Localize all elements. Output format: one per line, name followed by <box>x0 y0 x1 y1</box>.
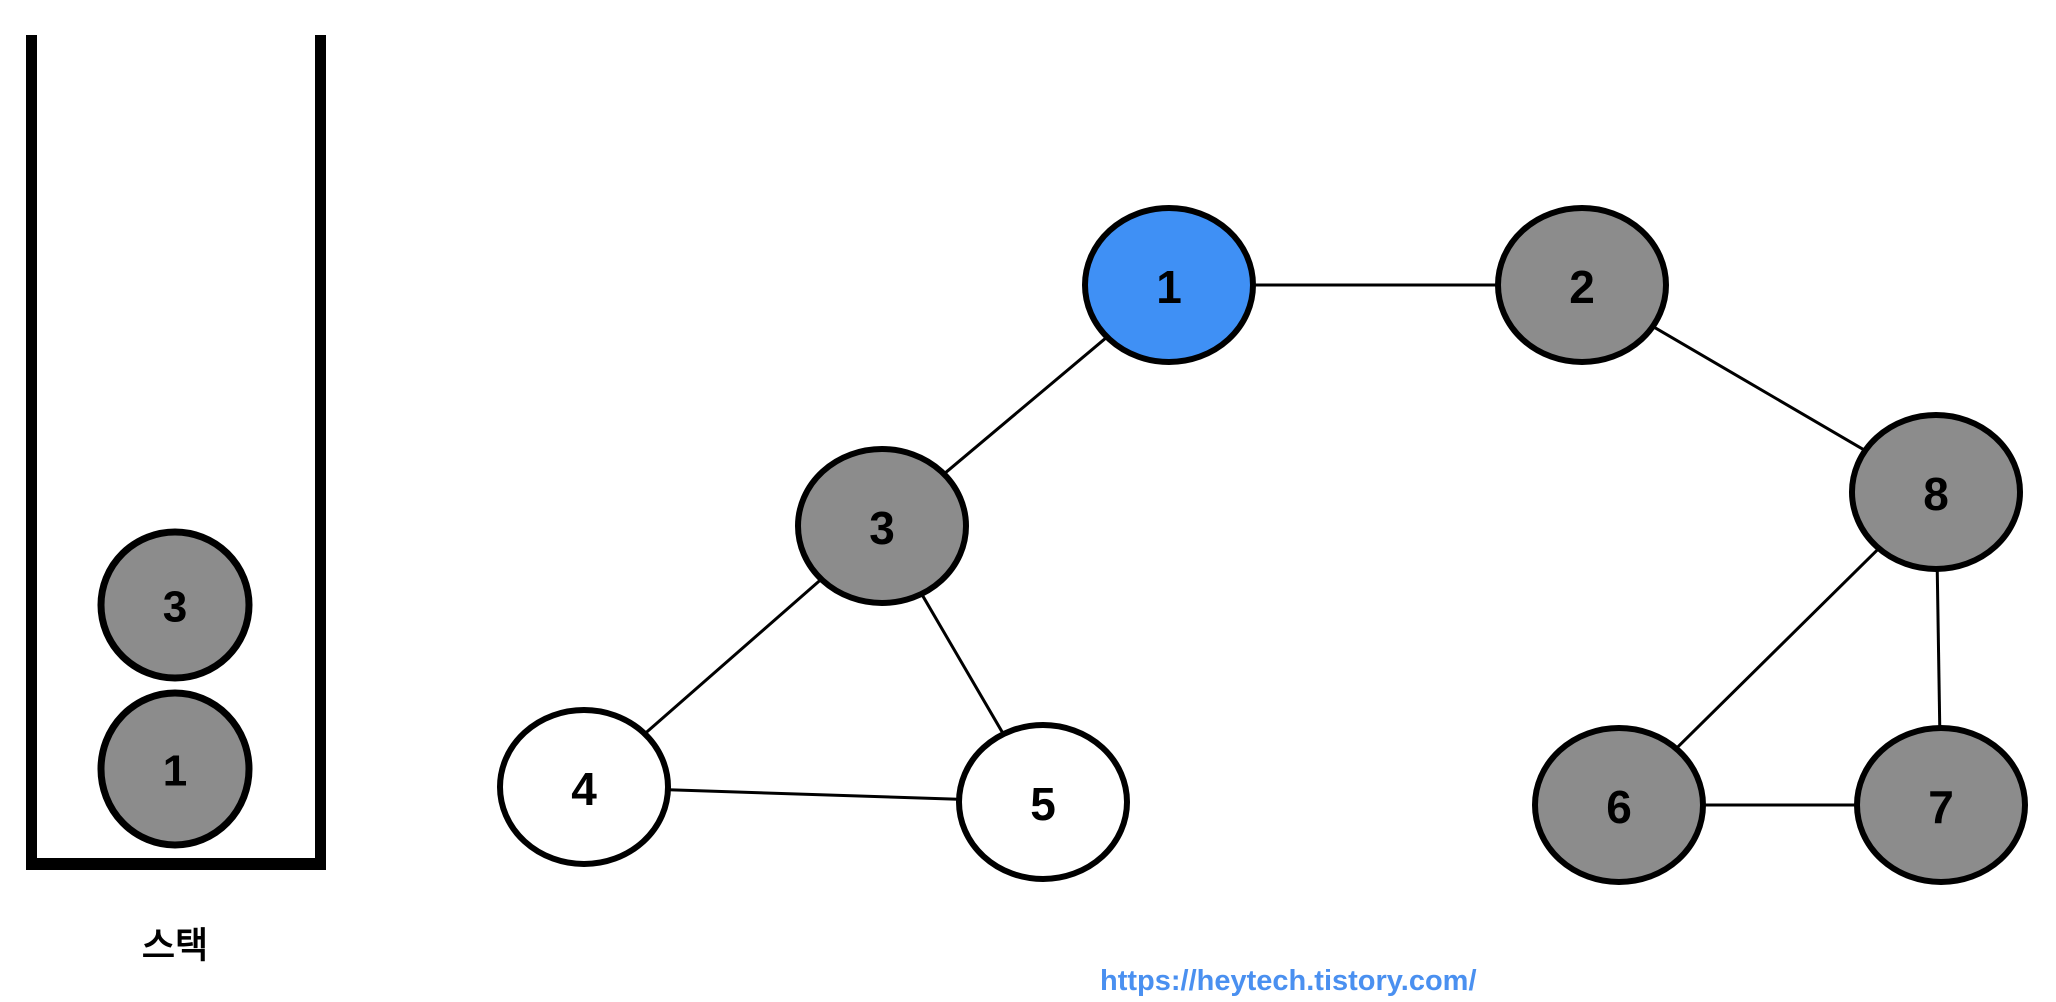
graph-node-circle[interactable] <box>956 722 1130 882</box>
graph-node[interactable]: 6 <box>1532 725 1706 885</box>
graph-node-label: 1 <box>1156 261 1182 313</box>
graph-node-label: 4 <box>571 763 597 815</box>
graph-node-circle[interactable] <box>795 446 969 606</box>
graph-node-label: 6 <box>1606 781 1632 833</box>
stack-item: 3 <box>97 528 253 682</box>
graph-node-label: 2 <box>1569 261 1595 313</box>
graph-node-circle[interactable] <box>1532 725 1706 885</box>
graph-node[interactable]: 7 <box>1854 725 2028 885</box>
graph-edges-group <box>641 283 1942 807</box>
graph-node[interactable]: 1 <box>1082 205 1256 365</box>
graph-edge <box>664 788 963 801</box>
graph-node-label: 8 <box>1923 468 1949 520</box>
stack-right-wall <box>315 35 326 870</box>
graph-nodes-group: 1 2 3 4 5 6 7 8 <box>497 205 2028 885</box>
watermark-url-text[interactable]: https://heytech.tistory.com/ <box>1100 965 1477 997</box>
stack-items-group: 31 <box>97 528 253 849</box>
graph-edge <box>641 576 825 737</box>
stack-item: 1 <box>97 689 253 849</box>
stack-item-label: 3 <box>163 583 187 632</box>
graph-node[interactable]: 5 <box>956 722 1130 882</box>
graph-node-circle[interactable] <box>1849 412 2023 572</box>
stack-bottom-wall <box>26 858 326 870</box>
graph-node[interactable]: 3 <box>795 446 969 606</box>
graph-edge <box>918 590 1007 738</box>
stack-container <box>26 35 326 870</box>
graph-edge <box>1649 323 1869 454</box>
graph-node[interactable]: 8 <box>1849 412 2023 572</box>
graph-node-circle[interactable] <box>1082 205 1256 365</box>
graph-edge <box>940 333 1111 478</box>
stack-item-circle <box>97 689 253 849</box>
graph-node-circle[interactable] <box>1495 205 1669 365</box>
graph-node-label: 3 <box>869 502 895 554</box>
stack-item-circle <box>97 528 253 682</box>
stack-left-wall <box>26 35 37 870</box>
graph-node-circle[interactable] <box>1854 725 2028 885</box>
graph-edge <box>1935 565 1942 732</box>
stack-item-label: 1 <box>163 747 187 796</box>
graph-node-label: 7 <box>1928 781 1954 833</box>
graph-edge <box>1672 545 1883 752</box>
graph-node[interactable]: 2 <box>1495 205 1669 365</box>
graph-node-circle[interactable] <box>497 707 671 867</box>
graph-node[interactable]: 4 <box>497 707 671 867</box>
stack-caption-label: 스택 <box>142 925 208 966</box>
graph-node-label: 5 <box>1030 778 1056 830</box>
